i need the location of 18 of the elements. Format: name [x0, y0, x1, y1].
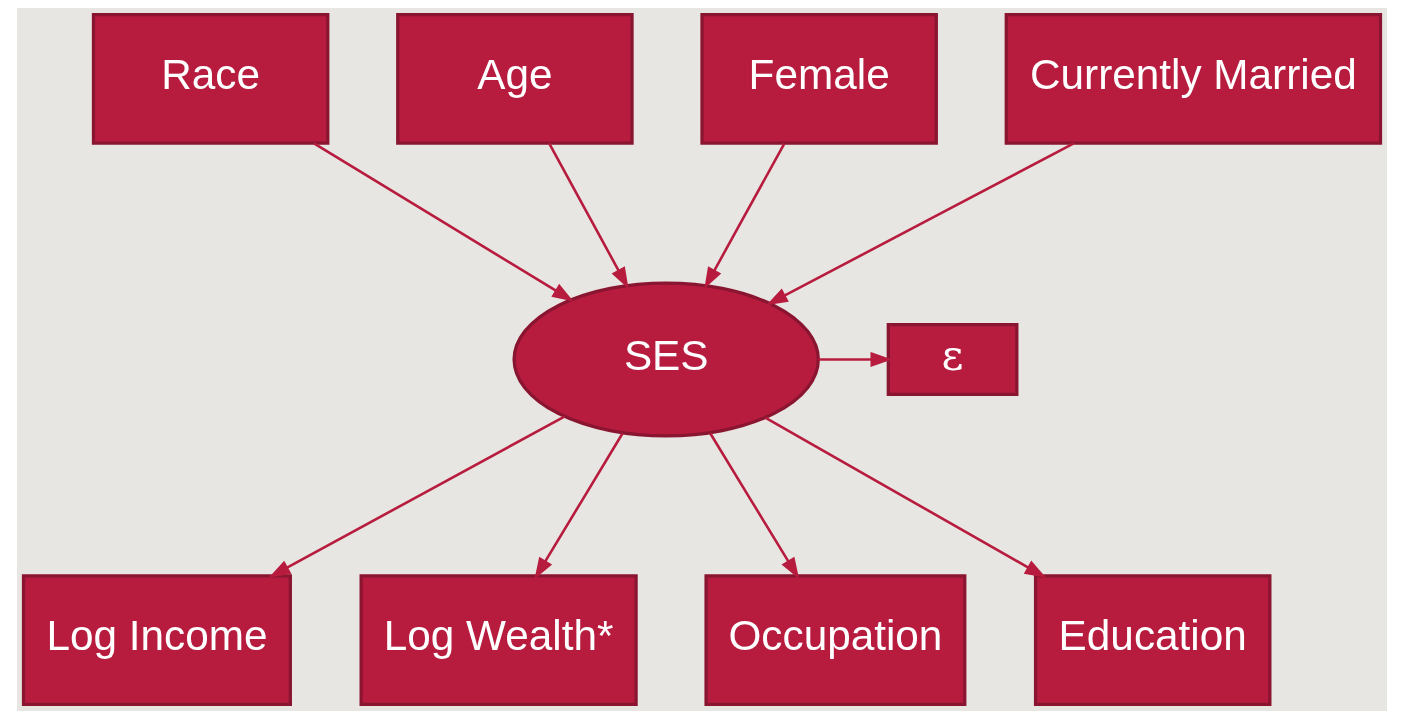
node-box: Race	[91, 12, 330, 145]
node-box: Log Wealth*	[359, 574, 638, 707]
node-box: Age	[396, 12, 634, 145]
node-box: Education	[1033, 574, 1272, 707]
arrow	[709, 432, 800, 580]
node-box: Currently Married	[1004, 12, 1383, 145]
arrow	[766, 142, 1075, 306]
arrow	[548, 142, 629, 289]
node-box: Female	[700, 12, 938, 145]
arrow	[818, 351, 892, 368]
node-box: Occupation	[704, 574, 967, 707]
node-box: ε	[886, 322, 1019, 397]
node-box: Log Income	[21, 574, 292, 707]
arrow	[313, 142, 574, 302]
arrow	[764, 416, 1047, 578]
arrow	[268, 415, 565, 578]
arrow	[704, 142, 786, 289]
arrow	[534, 432, 624, 580]
